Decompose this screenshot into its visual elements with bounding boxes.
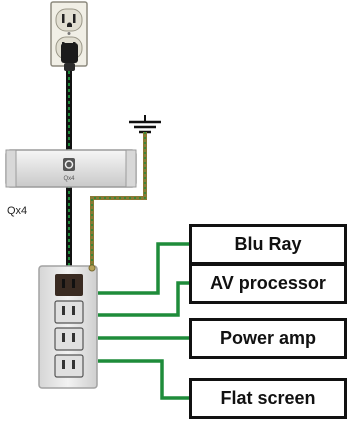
output-wires bbox=[98, 242, 189, 400]
output-label-power-amp: Power amp bbox=[189, 318, 347, 359]
output-label-av-processor: AV processor bbox=[189, 263, 347, 304]
power-strip-icon bbox=[38, 264, 98, 389]
qx4-badge-text: Qx4 bbox=[63, 176, 75, 182]
wall-outlet-icon bbox=[50, 1, 88, 71]
wire-blu-ray bbox=[98, 242, 189, 295]
qx4-device: Qx4 bbox=[5, 149, 137, 188]
output-label-blu-ray: Blu Ray bbox=[189, 224, 347, 265]
qx4-device-label: Qx4 bbox=[7, 205, 28, 217]
ground-symbol-icon bbox=[129, 115, 161, 134]
ground-wire bbox=[90, 132, 147, 266]
qx4-logo-icon bbox=[63, 158, 75, 171]
wire-av-processor bbox=[98, 281, 189, 317]
output-label-flat-screen: Flat screen bbox=[189, 378, 347, 419]
wire-flat-screen bbox=[98, 359, 189, 400]
